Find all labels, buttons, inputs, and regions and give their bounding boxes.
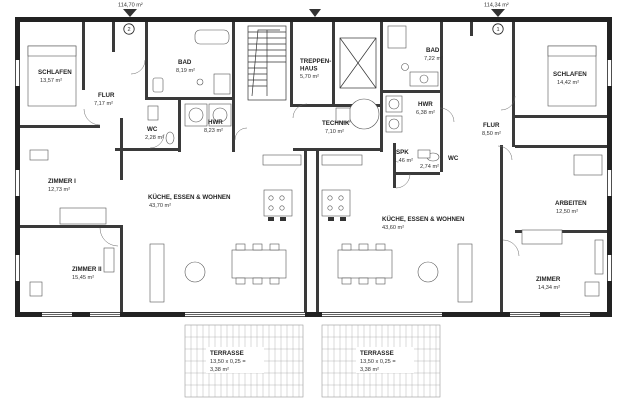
kitchen-left xyxy=(262,154,302,221)
area-arbeiten: 12,50 m² xyxy=(556,209,578,215)
label-wc-right: WC xyxy=(448,155,459,162)
area-schlafen-left: 13,57 m² xyxy=(40,78,62,84)
label-wc-left: WC xyxy=(147,126,158,133)
area-terrasse-right: 3,38 m² xyxy=(360,367,379,373)
label-flur-right: FLUR xyxy=(483,122,500,129)
label-flur-left: FLUR xyxy=(98,92,115,99)
label-arbeiten: ARBEITEN xyxy=(555,200,587,207)
unit-1-marker xyxy=(492,23,504,35)
area-hwr-left: 8,23 m² xyxy=(204,128,223,134)
area-schlafen-right: 14,42 m² xyxy=(557,80,579,86)
living-furniture xyxy=(149,243,473,303)
area-technik: 7,10 m² xyxy=(325,129,344,135)
area-zimmer-1: 12,73 m² xyxy=(48,187,70,193)
fixtures xyxy=(147,25,440,162)
lift-shaft xyxy=(339,37,377,89)
entrance-arrow-left xyxy=(123,9,137,17)
formula-terrasse-left: 13,50 x 0,25 = xyxy=(210,359,246,365)
label-hwr-right: HWR xyxy=(418,101,433,108)
area-wc-left: 2,28 m² xyxy=(145,135,164,141)
kitchen-right xyxy=(321,154,363,221)
area-hwr-right: 6,38 m² xyxy=(416,110,435,116)
terrace-labels: TERRASSE 13,50 x 0,25 = 3,38 m² TERRASSE… xyxy=(206,347,414,373)
area-kueche-left: 43,70 m² xyxy=(149,203,171,209)
label-terrasse-left: TERRASSE xyxy=(210,350,244,357)
stairwell xyxy=(247,25,287,101)
unit-2-total-area: 114,70 m² xyxy=(118,3,143,9)
area-flur-right: 8,50 m² xyxy=(482,131,501,137)
entrance-arrow-right xyxy=(491,9,505,17)
label-bad-right: BAD xyxy=(426,47,440,54)
area-zimmer-right: 14,34 m² xyxy=(538,285,560,291)
dining-table-right xyxy=(337,243,393,285)
area-kueche-right: 43,60 m² xyxy=(382,225,404,231)
area-zimmer-2: 15,45 m² xyxy=(72,275,94,281)
room-labels: SCHLAFEN 13,57 m² FLUR 7,17 m² BAD 8,19 … xyxy=(38,47,587,291)
doors xyxy=(83,59,520,257)
label-technik: TECHNIK xyxy=(322,120,350,127)
label-treppenhaus-2: HAUS xyxy=(300,66,318,73)
label-spk: SPK xyxy=(396,149,409,156)
label-schlafen-left: SCHLAFEN xyxy=(38,69,72,76)
area-spk: 1,46 m² xyxy=(394,158,413,164)
area-wc-right: 2,74 m² xyxy=(420,164,439,170)
area-treppenhaus: 5,70 m² xyxy=(300,74,319,80)
label-zimmer-1: ZIMMER I xyxy=(48,178,76,185)
label-treppenhaus: TREPPEN- xyxy=(300,58,331,65)
interior-walls-left xyxy=(20,22,293,312)
bedroom-furniture xyxy=(27,45,604,297)
area-bad-right: 7,22 m² xyxy=(424,56,443,62)
label-zimmer-2: ZIMMER II xyxy=(72,266,102,273)
label-terrasse-right: TERRASSE xyxy=(360,350,394,357)
label-hwr-left: HWR xyxy=(208,119,223,126)
label-zimmer-right: ZIMMER xyxy=(536,276,561,283)
area-terrasse-left: 3,38 m² xyxy=(210,367,229,373)
label-bad-left: BAD xyxy=(178,59,192,66)
formula-terrasse-right: 13,50 x 0,25 = xyxy=(360,359,396,365)
label-schlafen-right: SCHLAFEN xyxy=(553,71,587,78)
unit-1-marker-label: 1 xyxy=(496,27,499,33)
central-core xyxy=(290,22,383,312)
unit-1-total-area: 114,34 m² xyxy=(484,3,509,9)
unit-2-marker xyxy=(123,23,135,35)
unit-2-marker-label: 2 xyxy=(127,27,130,33)
label-kueche-right: KÜCHE, ESSEN & WOHNEN xyxy=(382,216,465,223)
area-flur-left: 7,17 m² xyxy=(94,101,113,107)
area-bad-left: 8,19 m² xyxy=(176,68,195,74)
exterior-walls xyxy=(15,17,612,317)
stair-entrance-arrow xyxy=(309,9,321,17)
label-kueche-left: KÜCHE, ESSEN & WOHNEN xyxy=(148,194,231,201)
dining-table-left xyxy=(231,243,287,285)
